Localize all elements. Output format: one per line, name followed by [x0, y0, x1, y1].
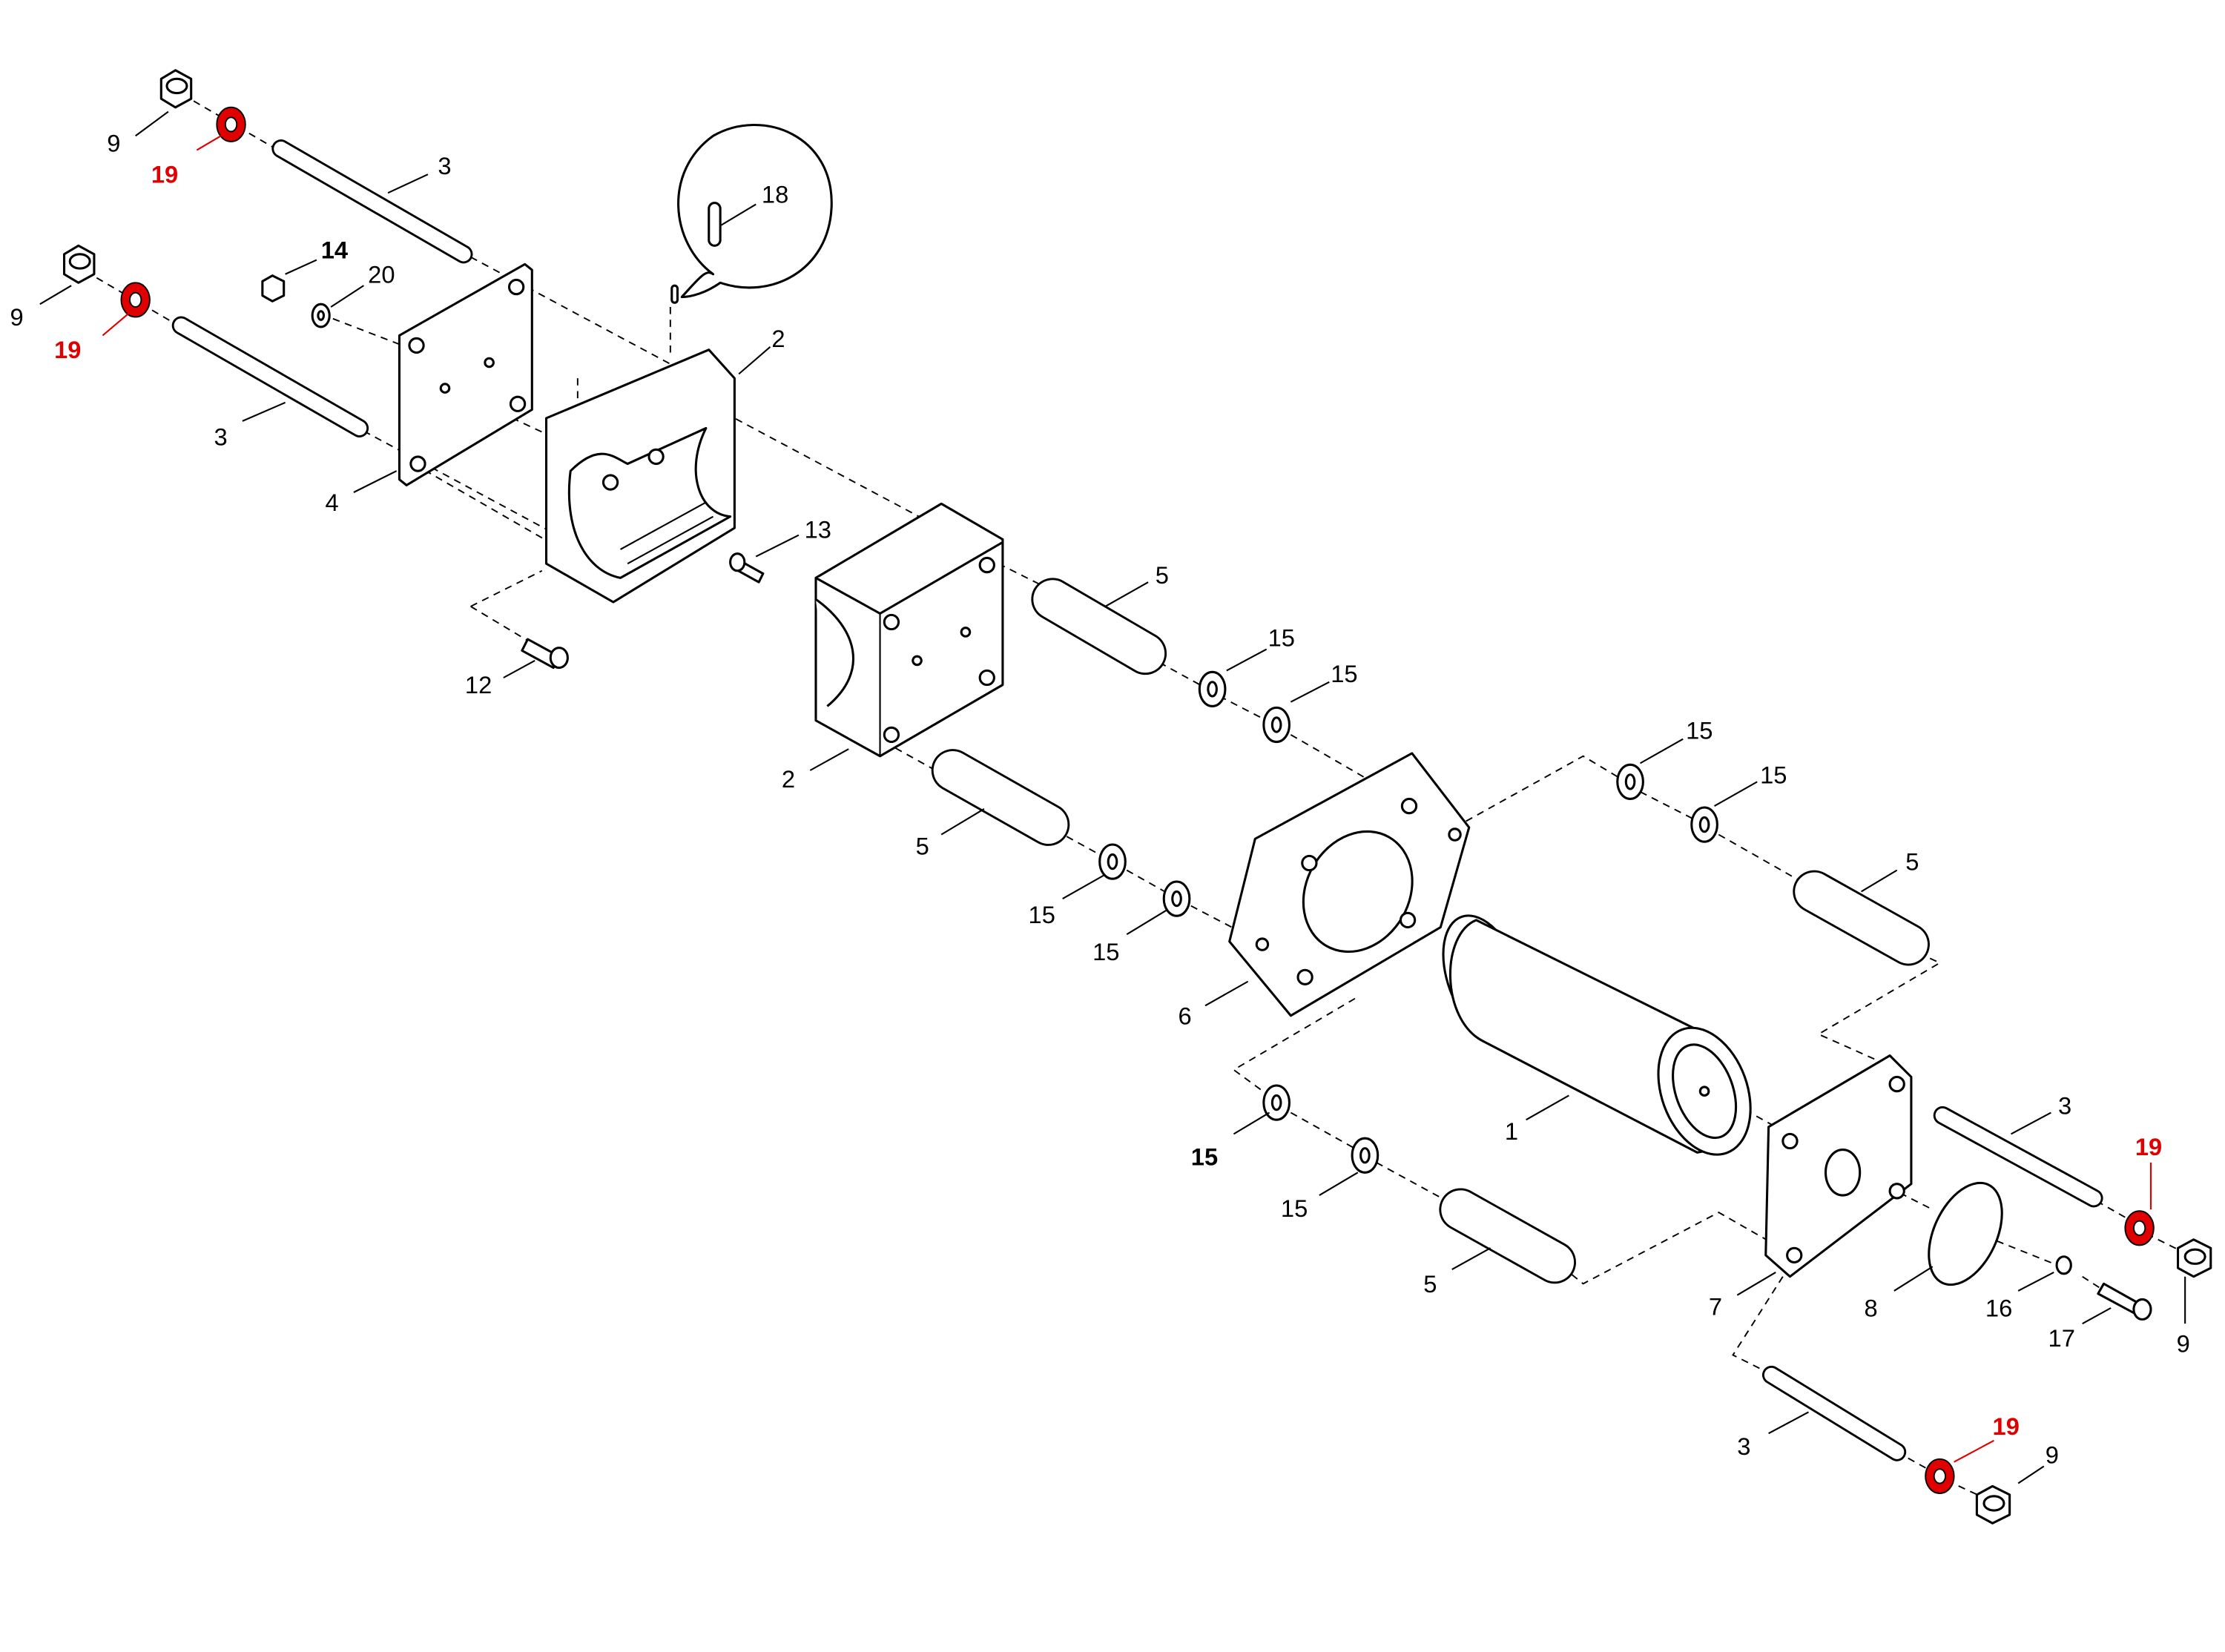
callout-label: 3	[214, 423, 227, 451]
leader-lines	[39, 110, 2186, 1484]
gasket-disc-part	[1928, 1181, 2003, 1286]
callout-label: 12	[465, 671, 492, 698]
callout-label: 14	[321, 237, 348, 264]
callout-label-highlighted: 19	[54, 336, 81, 363]
callout-labels: 9 19 3 18 14 20 9 19 3 2 4 13 12 5 15 15…	[10, 129, 2189, 1468]
callout-label: 15	[1191, 1143, 1218, 1171]
highlighted-washer-icon	[120, 106, 2155, 1494]
nut-icon	[1975, 1484, 2011, 1524]
callout-label: 15	[1029, 901, 1055, 928]
flange-plate-part	[1228, 752, 1471, 1017]
callout-label: 16	[1985, 1295, 2012, 1322]
spacer-tube-part	[931, 578, 1930, 1284]
callout-label: 1	[1505, 1117, 1518, 1145]
callout-label: 9	[2046, 1441, 2059, 1469]
nut-icon	[261, 274, 286, 303]
callout-label: 8	[1864, 1295, 1877, 1322]
callout-label: 3	[438, 152, 451, 179]
callout-label: 5	[916, 832, 929, 859]
callout-label: 9	[107, 129, 120, 156]
callout-label: 5	[1423, 1270, 1437, 1298]
callout-label: 4	[325, 489, 338, 516]
nut-icon	[63, 244, 96, 284]
motor-end-plate-part	[1764, 1054, 1913, 1278]
clamp-block-part	[545, 348, 736, 604]
callout-label: 6	[1178, 1002, 1191, 1029]
small-hardware-icons	[311, 284, 2152, 1321]
callout-label: 13	[805, 516, 831, 543]
callout-label: 5	[1905, 848, 1919, 876]
detail-balloon	[677, 124, 833, 299]
callout-label: 15	[1281, 1195, 1308, 1222]
threaded-rod-icon	[171, 139, 2103, 1461]
assembly-center-lines	[85, 93, 2190, 1501]
callout-label: 17	[2048, 1324, 2075, 1352]
callout-label: 2	[782, 765, 795, 793]
callout-label: 7	[1709, 1293, 1722, 1321]
callout-label: 20	[368, 260, 395, 288]
callout-label: 5	[1156, 561, 1169, 589]
nut-icon	[2177, 1238, 2212, 1278]
washer-icon	[1098, 670, 1718, 1174]
callout-label: 15	[1331, 660, 1357, 687]
callout-label: 2	[771, 325, 785, 352]
callout-label-highlighted: 19	[151, 161, 178, 188]
callout-label: 15	[1092, 938, 1119, 965]
callout-label-highlighted: 19	[1993, 1413, 2020, 1440]
callout-label: 18	[762, 181, 788, 208]
callout-label: 15	[1686, 717, 1713, 744]
callout-label: 15	[1760, 761, 1787, 788]
callout-label-highlighted: 19	[2135, 1133, 2162, 1160]
callout-label: 15	[1268, 624, 1295, 652]
end-plate-part	[398, 262, 533, 486]
callout-label: 9	[2177, 1330, 2190, 1358]
callout-label: 9	[10, 303, 23, 331]
nut-icon	[159, 69, 193, 109]
motor-cylinder-part	[1442, 914, 1752, 1156]
clamp-block-part	[814, 502, 1004, 758]
callout-label: 3	[1737, 1433, 1750, 1460]
callout-label: 3	[2058, 1091, 2071, 1119]
